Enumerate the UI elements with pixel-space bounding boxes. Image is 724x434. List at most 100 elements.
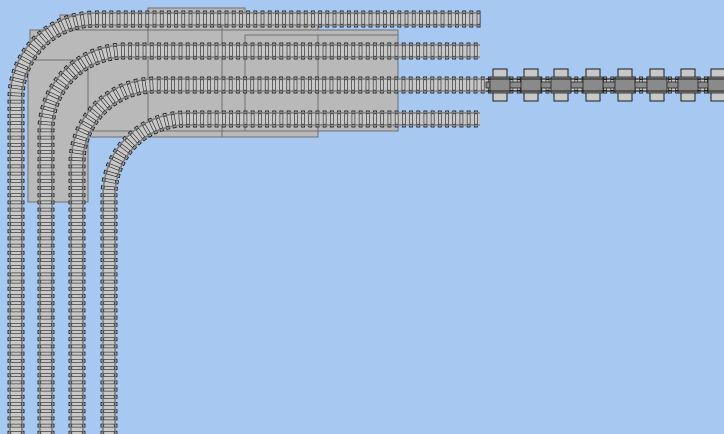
track-tie-center bbox=[207, 79, 211, 91]
track-tie-center bbox=[10, 358, 22, 363]
track-tie-center bbox=[408, 79, 413, 91]
track-tie-center bbox=[466, 113, 471, 125]
track-tie-center bbox=[10, 114, 22, 118]
track-tie-center bbox=[71, 322, 83, 327]
track-tie-center bbox=[40, 294, 52, 298]
track-tie-center bbox=[178, 113, 183, 125]
track-tie-center bbox=[430, 45, 435, 57]
track-tie-center bbox=[10, 373, 22, 378]
track-tie-center bbox=[71, 373, 83, 378]
track-tie-center bbox=[71, 330, 83, 334]
track-tie-center bbox=[315, 79, 319, 91]
track-tie-center bbox=[40, 315, 52, 320]
track-tie-center bbox=[71, 358, 83, 363]
track-tie-center bbox=[351, 113, 356, 125]
track-tie-center bbox=[239, 13, 243, 25]
track-tie-center bbox=[71, 272, 83, 277]
track-tie-center bbox=[337, 113, 341, 125]
track-tie-center bbox=[40, 322, 52, 327]
track-tie-center bbox=[301, 113, 305, 125]
track-tie-center bbox=[361, 13, 366, 25]
track-tie-center bbox=[10, 322, 22, 327]
track-tie-center bbox=[438, 113, 442, 125]
track-tie-center bbox=[103, 351, 115, 356]
track-tie-center bbox=[40, 251, 52, 255]
track-tie-center bbox=[149, 79, 154, 91]
track-tie-center bbox=[411, 13, 416, 25]
track-tie-center bbox=[476, 13, 481, 25]
track-tie-center bbox=[178, 45, 183, 57]
track-tie-center bbox=[119, 143, 131, 154]
track-tie-center bbox=[103, 272, 115, 277]
track-tie-center bbox=[123, 13, 128, 25]
track-tie-center bbox=[365, 79, 370, 91]
track-tie-center bbox=[60, 72, 72, 83]
ladder-sleeper-plate bbox=[707, 76, 724, 94]
track-tie-center bbox=[10, 294, 22, 298]
track-tie-center bbox=[71, 315, 83, 320]
track-tie-center bbox=[20, 55, 32, 65]
track-tie-center bbox=[77, 127, 90, 136]
track-tie-center bbox=[40, 330, 52, 334]
track-tie-center bbox=[210, 13, 214, 25]
track-tie-center bbox=[142, 123, 151, 136]
tracks-layer[interactable] bbox=[7, 10, 724, 434]
track-tie-center bbox=[466, 45, 471, 57]
ladder-rail-bed bbox=[485, 81, 724, 89]
track-tie-center bbox=[113, 45, 119, 58]
track-tie-center bbox=[126, 83, 134, 95]
track-1[interactable] bbox=[7, 10, 481, 434]
track-tie-center bbox=[40, 258, 52, 262]
track-tie-center bbox=[318, 13, 322, 25]
track-tie-center bbox=[40, 200, 52, 205]
track-tie-center bbox=[77, 58, 87, 70]
track-tie-center bbox=[128, 45, 132, 57]
track-tie-center bbox=[207, 113, 212, 125]
track-tie-center bbox=[44, 27, 55, 39]
track-tie-center bbox=[103, 402, 115, 406]
track-tie-center bbox=[103, 423, 115, 428]
track-tie-center bbox=[10, 251, 22, 255]
track-tie-center bbox=[365, 45, 370, 57]
track-tie-center bbox=[10, 207, 22, 212]
track-tie-center bbox=[383, 13, 387, 25]
track-tie-center bbox=[71, 279, 83, 284]
track-tie-center bbox=[40, 286, 52, 291]
track-tie-center bbox=[40, 150, 52, 154]
track-tie-center bbox=[459, 45, 464, 57]
track-tie-center bbox=[426, 13, 430, 25]
track-tie-center bbox=[103, 185, 115, 191]
track-tie-center bbox=[433, 13, 438, 25]
track-tie-center bbox=[40, 243, 52, 248]
track-tie-center bbox=[38, 32, 49, 44]
track-tie-center bbox=[193, 45, 197, 57]
track-tie-center bbox=[112, 89, 122, 101]
track-tie-center bbox=[103, 358, 115, 363]
track-4[interactable] bbox=[100, 110, 480, 434]
track-tie-center bbox=[437, 45, 442, 57]
track-tie-center bbox=[40, 171, 52, 176]
track-tie-center bbox=[253, 13, 258, 25]
track-tie-center bbox=[330, 113, 334, 125]
track-tie-center bbox=[85, 114, 97, 124]
track-tie-center bbox=[170, 114, 177, 126]
track-tie-center bbox=[430, 79, 435, 91]
track-tie-center bbox=[474, 113, 478, 125]
track-tie-center bbox=[40, 409, 52, 414]
track-tie-center bbox=[71, 308, 83, 313]
track-tie-center bbox=[279, 113, 284, 125]
track-tie-center bbox=[10, 150, 22, 154]
track-tie-center bbox=[339, 13, 344, 25]
track-2[interactable] bbox=[37, 42, 480, 434]
track-tie-center bbox=[401, 45, 406, 57]
track-tie-center bbox=[322, 45, 327, 57]
track-tie-center bbox=[236, 45, 240, 57]
track-tie-center bbox=[40, 358, 52, 363]
track-tie-center bbox=[380, 79, 384, 91]
track-tie-center bbox=[344, 79, 348, 91]
ladder-track-section[interactable] bbox=[485, 68, 724, 102]
track-tie-center bbox=[71, 265, 83, 270]
track-tie-center bbox=[71, 402, 83, 406]
